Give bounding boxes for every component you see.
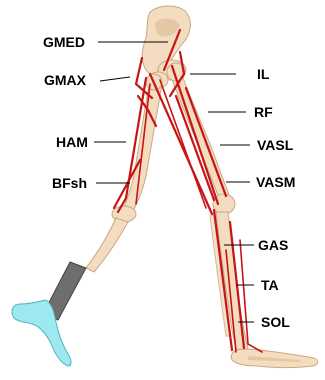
label-vasm: VASM xyxy=(256,174,295,190)
label-bfsh: BFsh xyxy=(52,175,87,191)
label-sol: SOL xyxy=(261,314,290,330)
label-ta: TA xyxy=(261,277,279,293)
label-gmed: GMED xyxy=(43,34,85,50)
label-rf: RF xyxy=(254,104,273,120)
label-vasl: VASL xyxy=(257,137,294,153)
label-gmax: GMAX xyxy=(44,72,87,88)
label-gas: GAS xyxy=(258,237,288,253)
label-il: IL xyxy=(257,66,270,82)
label-ham: HAM xyxy=(56,134,88,150)
